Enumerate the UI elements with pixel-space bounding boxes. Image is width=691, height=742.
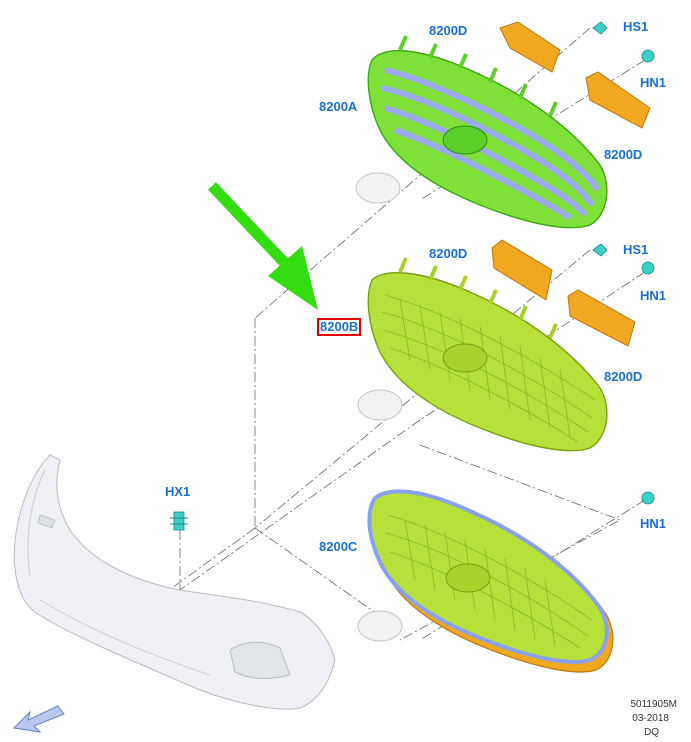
label-8200c: 8200C — [319, 539, 358, 554]
label-8200b-highlighted: 8200B — [317, 318, 362, 336]
clip-hs1-mid — [592, 243, 608, 257]
bracket-8200d-top-right — [585, 71, 651, 129]
label-hn1-mid: HN1 — [640, 288, 667, 303]
label-8200d-top-left: 8200D — [429, 23, 468, 38]
clip-hn1-bot — [641, 491, 655, 505]
bracket-8200d-top-left — [499, 21, 561, 73]
label-8200d-top-right: 8200D — [604, 147, 643, 162]
bracket-8200d-mid-right — [567, 289, 636, 347]
green-pointer-arrow — [208, 182, 318, 310]
diagram-code: 5011905M — [630, 699, 677, 710]
label-8200d-mid-left: 8200D — [429, 246, 468, 261]
bumper-cover — [13, 454, 336, 710]
label-hx1: HX1 — [165, 484, 191, 499]
emblem-cap-a — [355, 172, 401, 204]
emblem-cap-b — [357, 389, 403, 421]
clip-hn1-mid — [641, 261, 655, 275]
bracket-8200d-mid-left — [491, 239, 553, 301]
orientation-arrow-icon — [12, 705, 65, 733]
grille-8200c — [367, 489, 614, 673]
label-hn1-bot: HN1 — [640, 516, 667, 531]
label-hs1-mid: HS1 — [623, 242, 649, 257]
diagram-date: 03-2018 — [632, 713, 669, 724]
grille-8200a — [367, 35, 608, 229]
label-8200a: 8200A — [319, 99, 358, 114]
clip-hn1-top — [641, 49, 655, 63]
diagram-initials: DQ — [644, 727, 659, 738]
clip-hs1-top — [592, 21, 608, 35]
label-8200d-mid-right: 8200D — [604, 369, 643, 384]
label-hn1-top: HN1 — [640, 75, 667, 90]
emblem-cap-c — [357, 610, 403, 642]
grille-8200b — [367, 257, 608, 452]
pin-hx1 — [170, 511, 188, 531]
label-hs1-top: HS1 — [623, 19, 649, 34]
